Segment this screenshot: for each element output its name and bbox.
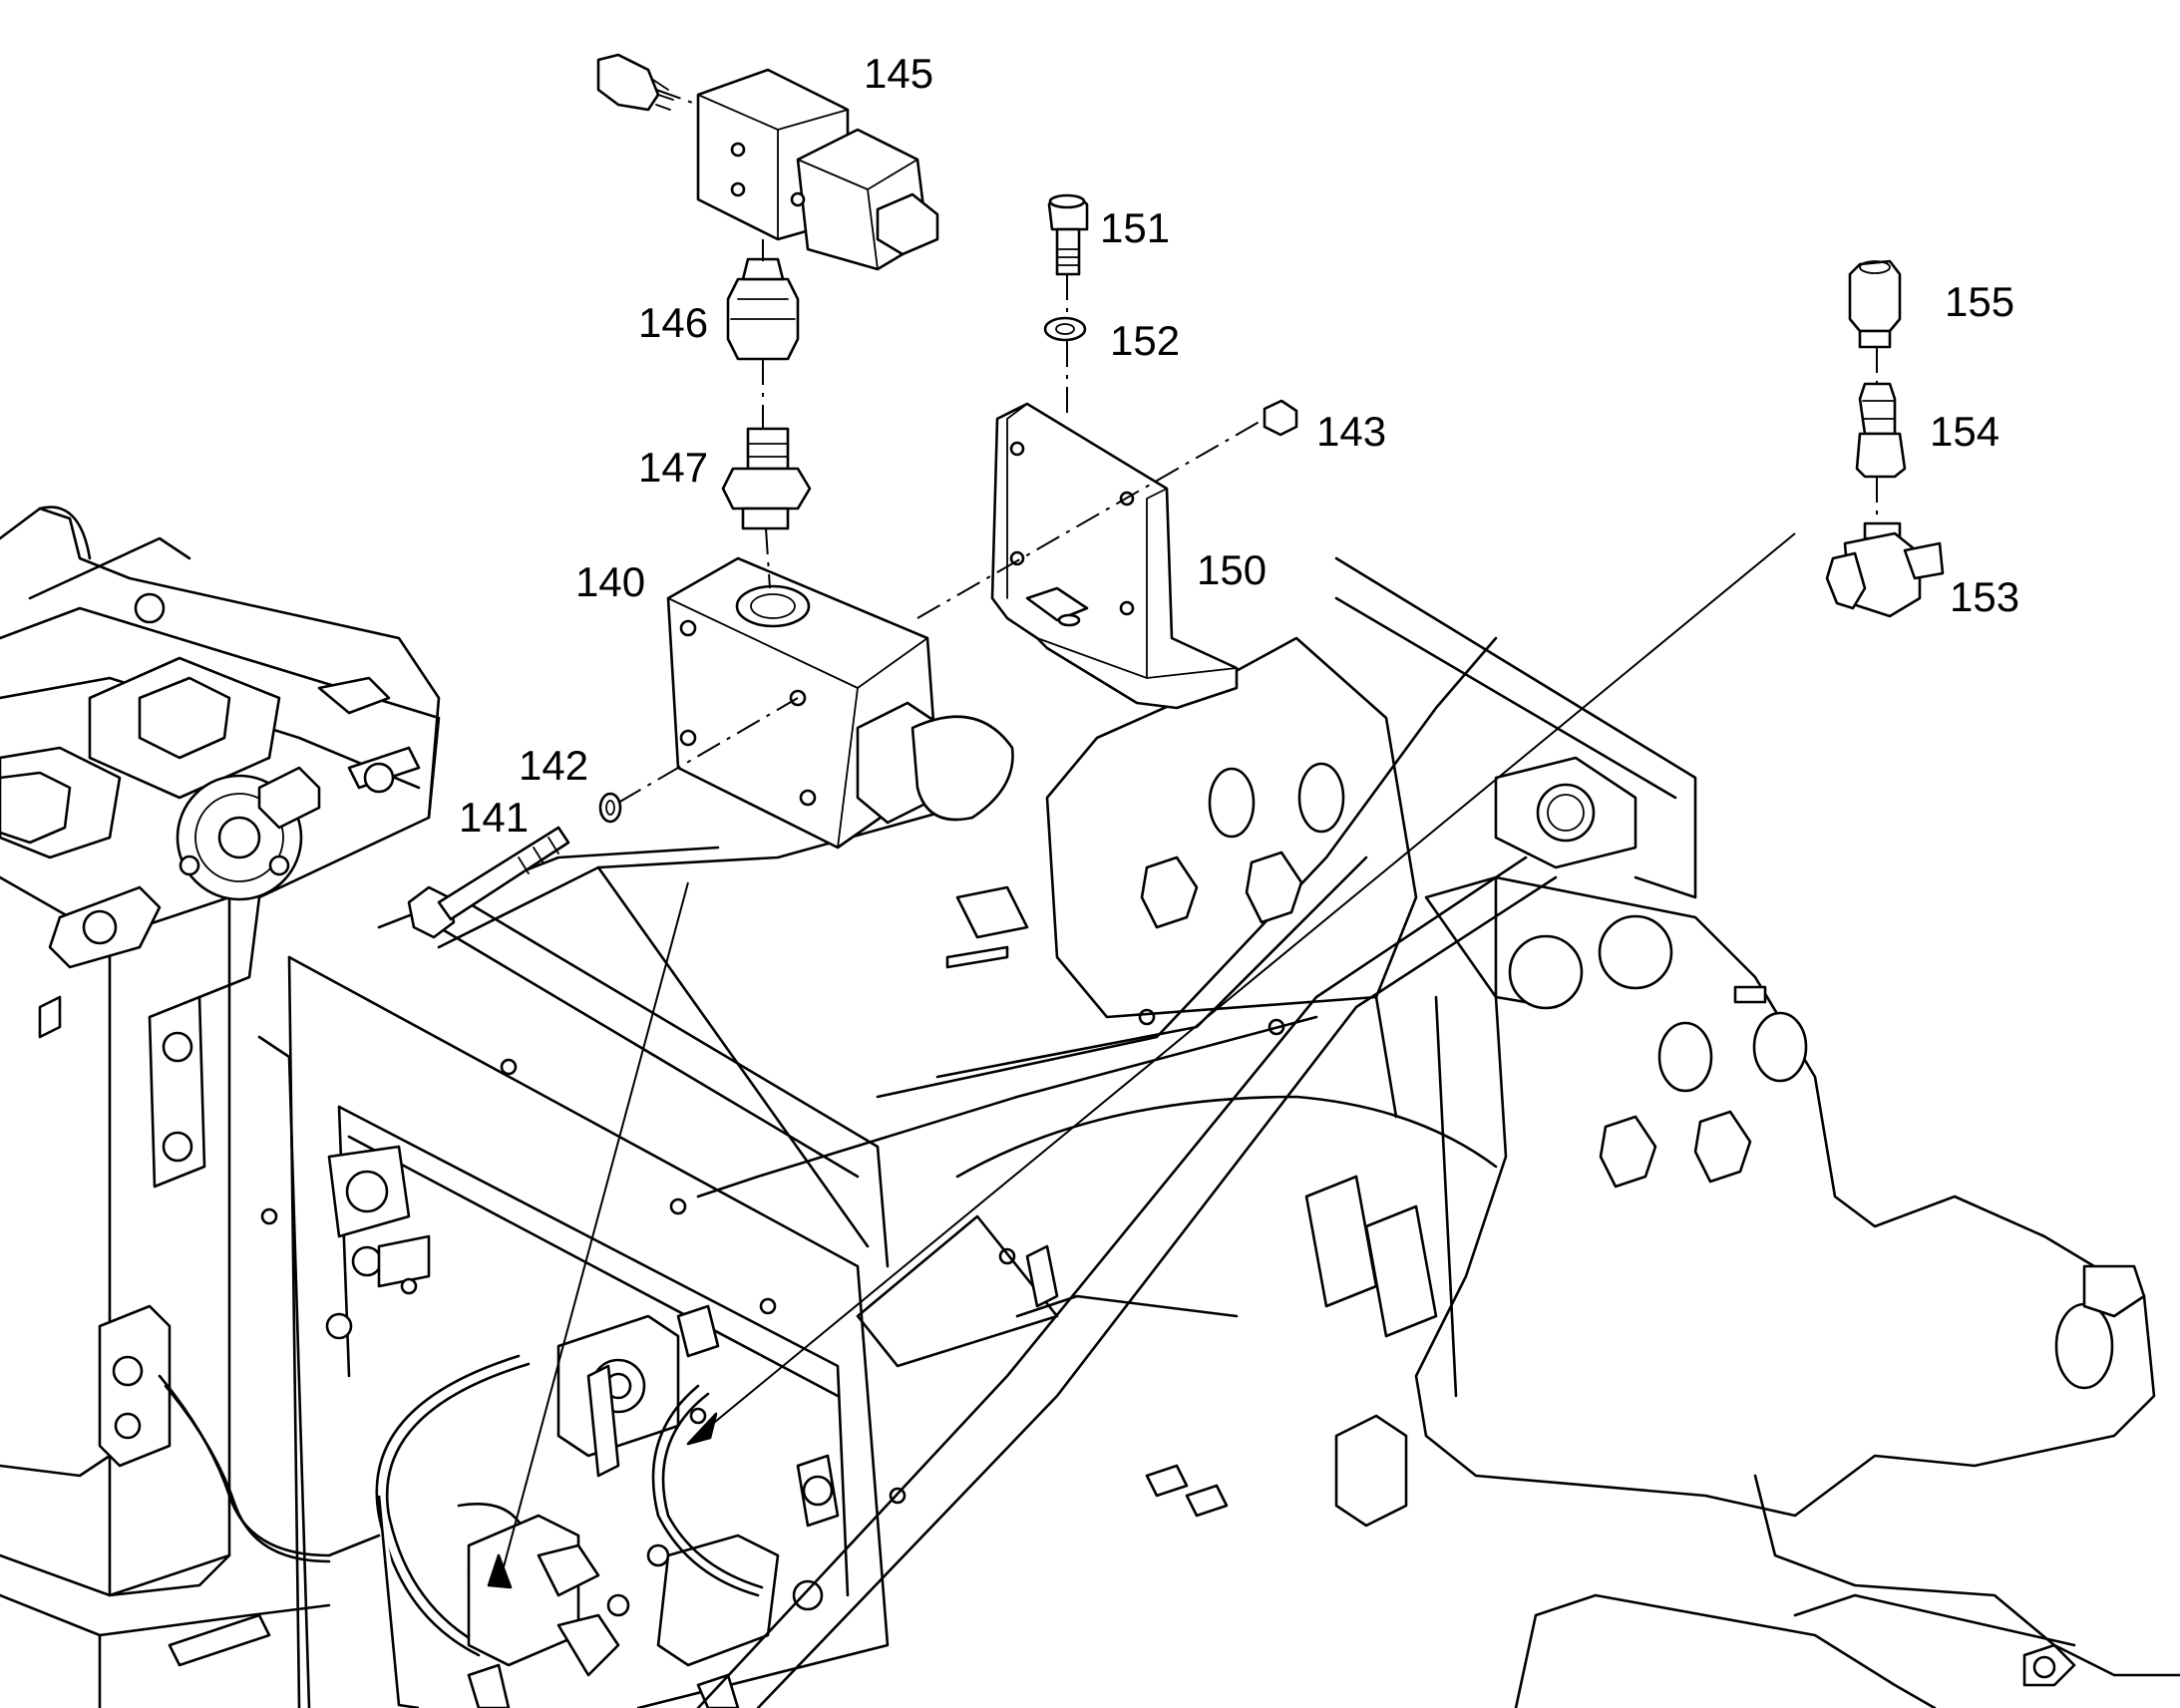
label-145: 145 [864, 50, 933, 97]
label-147: 147 [638, 444, 708, 491]
label-152: 152 [1110, 317, 1180, 364]
part-143-nut [1263, 399, 1298, 437]
part-142-washer [598, 792, 622, 824]
part-154-union [1855, 382, 1907, 479]
label-146: 146 [638, 299, 708, 346]
label-141: 141 [459, 794, 529, 841]
part-140-valve-block [666, 556, 1014, 850]
part-153-tee [1825, 521, 1945, 618]
label-150: 150 [1197, 546, 1267, 593]
label-143: 143 [1316, 408, 1386, 455]
label-154: 154 [1930, 408, 1999, 455]
machine-frame [0, 506, 2180, 1708]
part-155-nut [1848, 259, 1902, 349]
part-146-adapter [726, 257, 800, 361]
part-152-washer [1043, 316, 1087, 342]
part-labels: 145 146 147 140 142 141 151 152 143 150 … [459, 50, 2019, 841]
label-151: 151 [1100, 204, 1170, 251]
label-140: 140 [575, 558, 645, 605]
label-155: 155 [1945, 278, 2014, 325]
part-147-fitting [721, 427, 812, 530]
label-153: 153 [1950, 573, 2019, 620]
assembly-lines [487, 89, 1878, 1589]
part-141-screw [407, 826, 570, 939]
part-151-screw [1047, 193, 1089, 276]
label-142: 142 [519, 742, 588, 789]
part-150-bracket [990, 402, 1239, 710]
part-145-solenoid [596, 53, 939, 271]
